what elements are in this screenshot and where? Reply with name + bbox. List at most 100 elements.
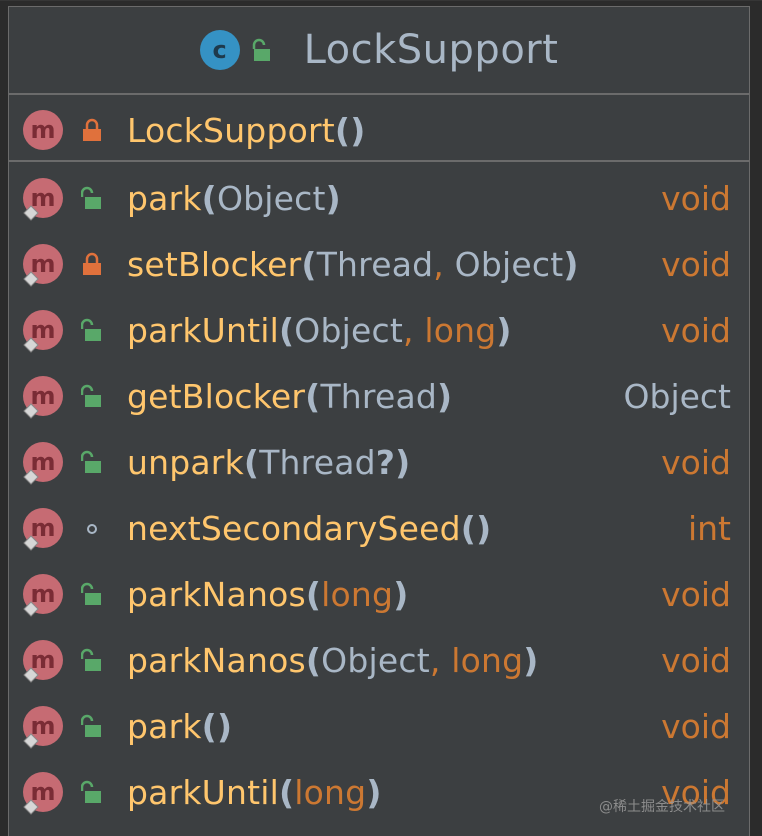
public-lock-icon bbox=[81, 780, 101, 803]
public-lock-icon bbox=[81, 648, 101, 671]
class-icon: c bbox=[199, 30, 240, 70]
open-paren: ( bbox=[201, 178, 217, 218]
class-title: LockSupport bbox=[303, 27, 559, 73]
method-name: setBlocker bbox=[127, 244, 302, 284]
parameter-type: Object bbox=[321, 640, 430, 680]
return-type: void bbox=[661, 442, 731, 482]
method-signature: getBlocker(Thread) bbox=[127, 377, 452, 416]
header-divider bbox=[9, 93, 749, 95]
override-badge-icon bbox=[23, 403, 39, 419]
return-type: void bbox=[661, 178, 731, 218]
method-name: getBlocker bbox=[127, 376, 306, 416]
public-lock-icon bbox=[81, 450, 101, 473]
watermark: @稀土掘金技术社区 bbox=[599, 799, 725, 815]
close-paren: ) bbox=[393, 574, 409, 614]
method-signature: park() bbox=[127, 707, 232, 746]
close-paren: ) bbox=[563, 244, 579, 284]
parameter-type: long bbox=[451, 640, 524, 680]
method-name: unpark bbox=[127, 442, 244, 482]
public-lock-icon bbox=[81, 714, 101, 737]
return-type: void bbox=[661, 640, 731, 680]
open-paren: ( bbox=[279, 310, 295, 350]
close-paren: ) bbox=[437, 376, 453, 416]
background-line bbox=[0, 0, 762, 1]
return-type: Object bbox=[623, 376, 731, 416]
constructor-divider bbox=[9, 160, 749, 162]
return-type: void bbox=[661, 310, 731, 350]
private-lock-icon bbox=[83, 118, 101, 141]
method-row[interactable]: m parkUntil(Object, long) void bbox=[9, 297, 749, 363]
close-paren: ) bbox=[476, 508, 492, 548]
return-type: void bbox=[661, 772, 731, 812]
return-type: int bbox=[687, 508, 731, 548]
override-badge-icon bbox=[23, 535, 39, 551]
parameter-type: ? bbox=[375, 442, 396, 482]
return-type: void bbox=[661, 244, 731, 284]
parameter-type: Object bbox=[454, 244, 564, 284]
override-badge-icon bbox=[23, 271, 39, 287]
public-lock-icon bbox=[81, 384, 101, 407]
method-name: parkNanos bbox=[127, 574, 306, 614]
return-type: void bbox=[661, 574, 731, 614]
open-paren: ( bbox=[201, 706, 217, 746]
method-signature: unpark(Thread?) bbox=[127, 443, 410, 482]
constructor-row[interactable]: m LockSupport() bbox=[9, 97, 749, 163]
class-header[interactable]: c LockSupport bbox=[9, 7, 749, 93]
method-name: nextSecondarySeed bbox=[127, 508, 461, 548]
open-paren: ( bbox=[460, 508, 477, 548]
constructor-name: LockSupport bbox=[127, 110, 335, 150]
close-paren: ) bbox=[366, 772, 382, 812]
override-badge-icon bbox=[23, 799, 39, 815]
method-name: park bbox=[127, 706, 202, 746]
parameter-type: Thread bbox=[320, 376, 438, 416]
parameter-type: Thread bbox=[316, 244, 434, 284]
method-icon: m bbox=[23, 310, 63, 350]
method-signature: parkUntil(long) bbox=[127, 773, 382, 812]
open-paren: ( bbox=[305, 640, 322, 680]
parameter-type: long bbox=[321, 574, 394, 614]
parameter-type: Object bbox=[294, 310, 403, 350]
parameter-type: Thread bbox=[259, 442, 376, 482]
private-lock-icon bbox=[83, 252, 101, 275]
method-name: parkUntil bbox=[127, 310, 279, 350]
open-paren: ( bbox=[305, 376, 321, 416]
override-badge-icon bbox=[23, 205, 39, 221]
parameter-type: long bbox=[294, 772, 367, 812]
constructor-parens: () bbox=[334, 110, 366, 150]
close-paren: ) bbox=[523, 640, 539, 680]
method-name: park bbox=[127, 178, 202, 218]
return-type: void bbox=[661, 706, 731, 746]
param-separator: , bbox=[429, 640, 452, 680]
method-signature: nextSecondarySeed() bbox=[127, 509, 491, 548]
method-signature: setBlocker(Thread, Object) bbox=[127, 245, 579, 284]
constructor-signature: LockSupport() bbox=[127, 111, 365, 150]
public-lock-icon bbox=[81, 582, 101, 605]
parameter-type: long bbox=[424, 310, 497, 350]
method-signature: parkNanos(long) bbox=[127, 575, 408, 614]
open-paren: ( bbox=[301, 244, 317, 284]
close-paren: ) bbox=[395, 442, 411, 482]
open-paren: ( bbox=[243, 442, 260, 482]
override-badge-icon bbox=[23, 601, 39, 617]
open-paren: ( bbox=[279, 772, 295, 812]
public-lock-icon bbox=[81, 186, 101, 209]
method-signature: parkUntil(Object, long) bbox=[127, 311, 512, 350]
package-dot-icon bbox=[87, 524, 97, 534]
override-badge-icon bbox=[23, 469, 39, 485]
param-separator: , bbox=[433, 244, 455, 284]
method-signature: parkNanos(Object, long) bbox=[127, 641, 539, 680]
method-name: parkUntil bbox=[127, 772, 279, 812]
method-name: parkNanos bbox=[127, 640, 306, 680]
override-badge-icon bbox=[23, 667, 39, 683]
close-paren: ) bbox=[216, 706, 233, 746]
